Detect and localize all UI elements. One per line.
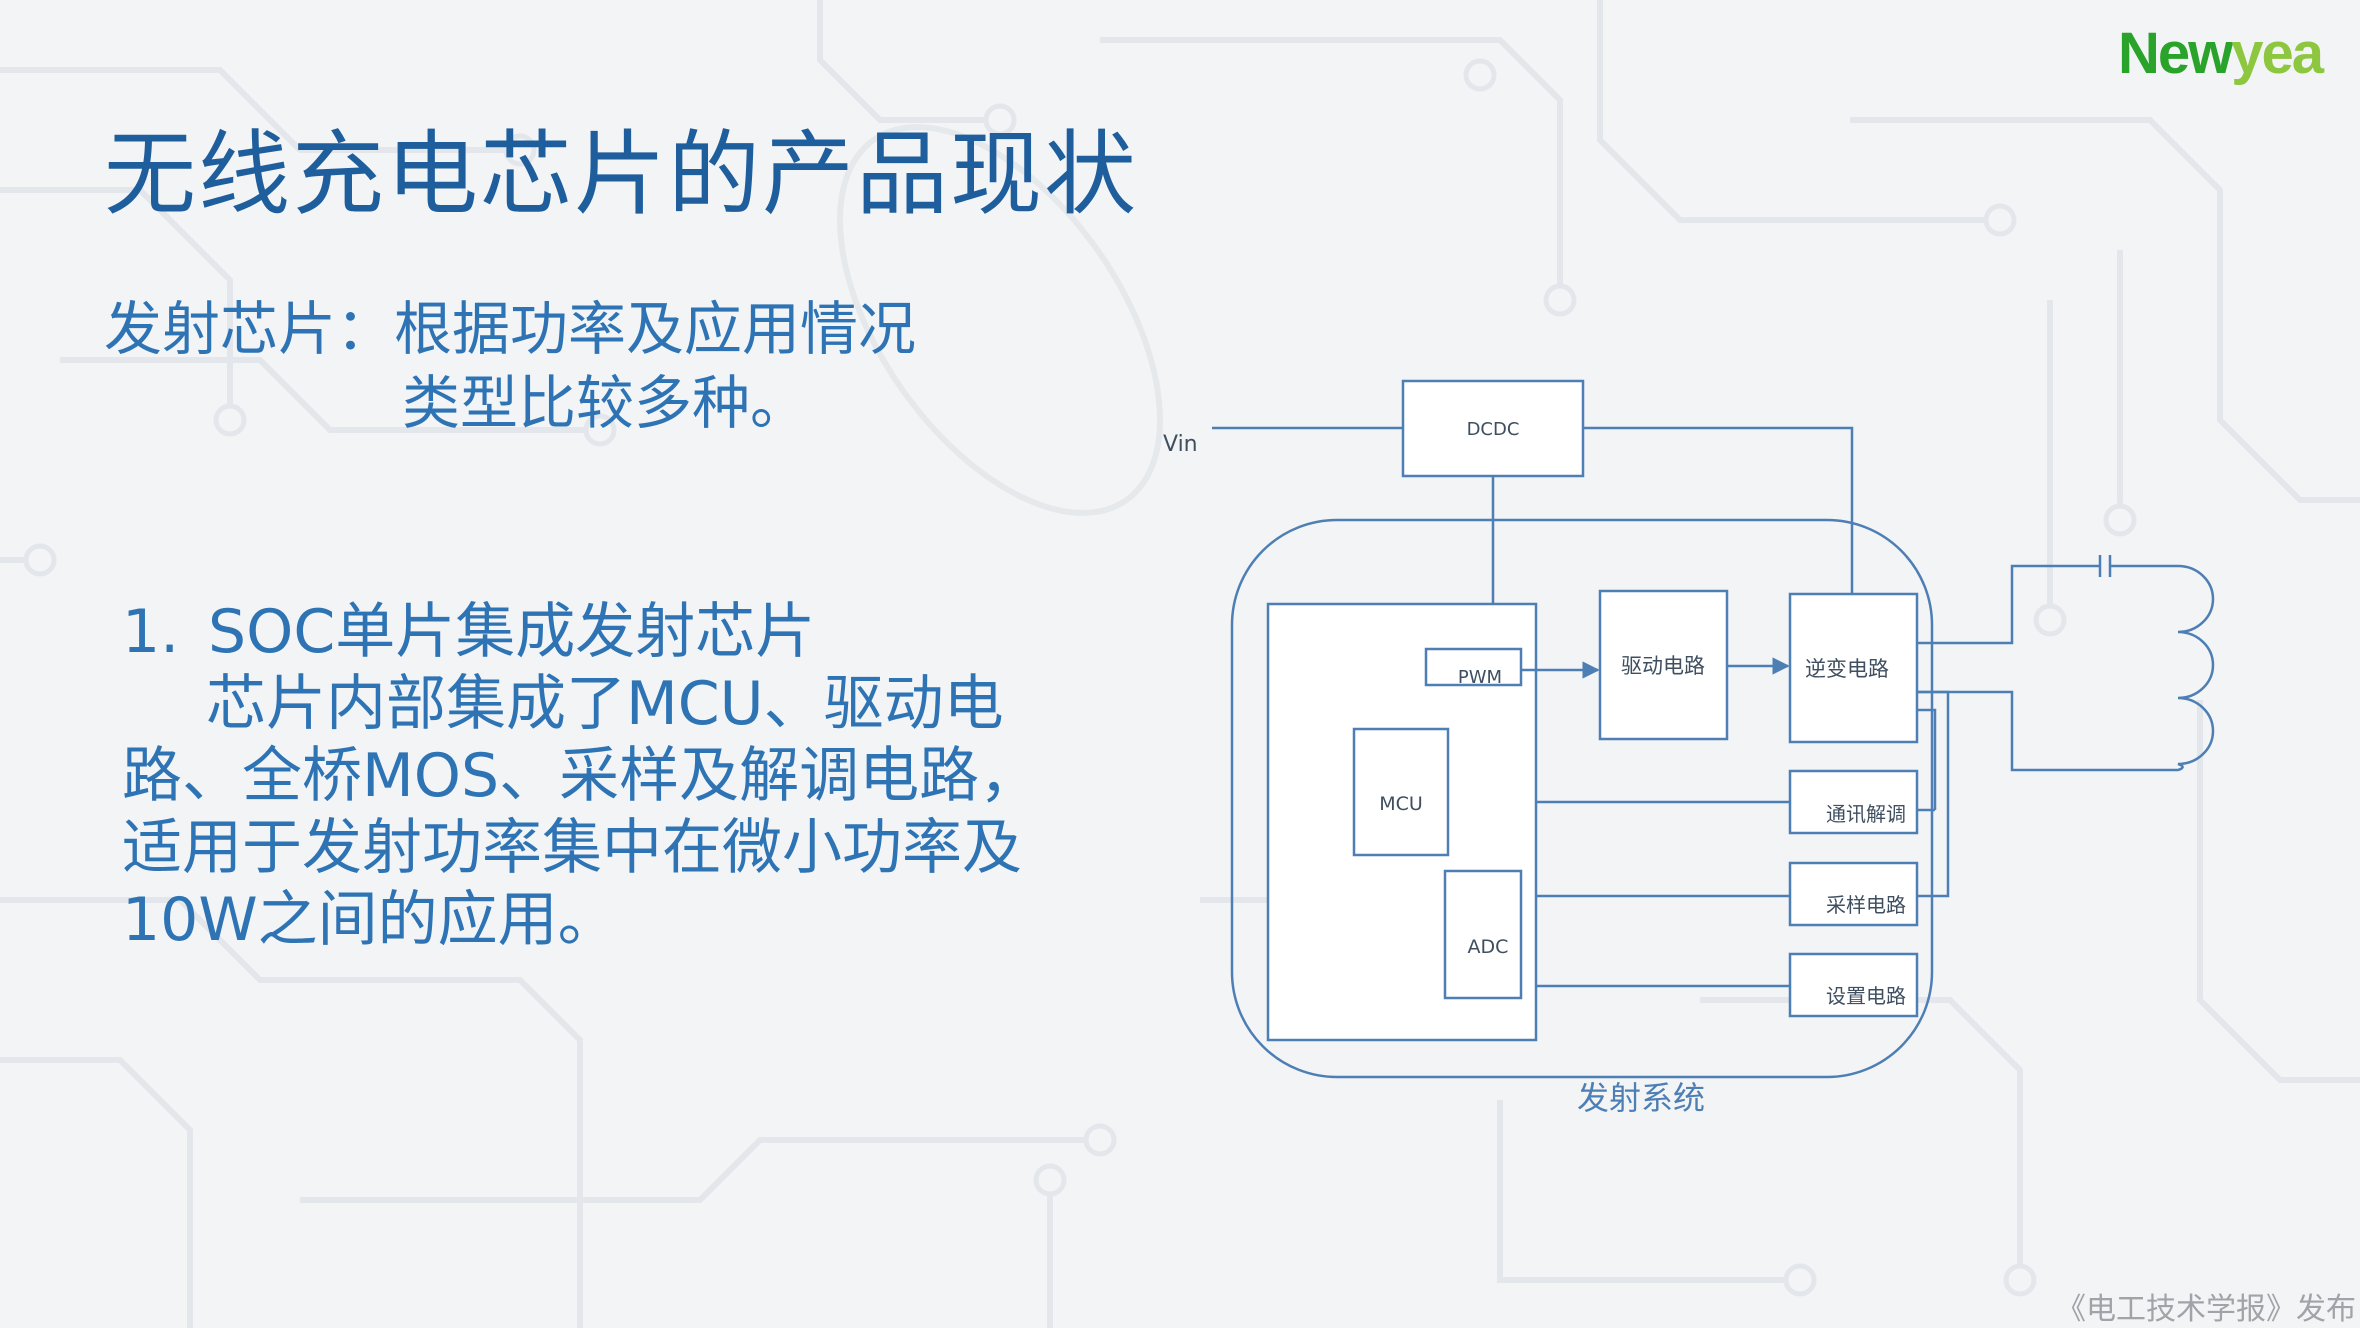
slide-title: 无线充电芯片的产品现状 (104, 121, 1139, 228)
setting-label: 设置电路 (1826, 984, 1906, 1008)
system-label: 发射系统 (1577, 1079, 1705, 1117)
system-boundary (1230, 518, 1934, 1079)
newyea-logo: Newyea (2118, 20, 2324, 87)
pwm-box (1424, 647, 1523, 687)
inverter-box (1788, 592, 1919, 744)
logo-part-yea: yea (2231, 21, 2324, 86)
setting-box (1788, 952, 1919, 1018)
logo-part-new: New (2118, 21, 2233, 86)
mcu-box (1352, 727, 1450, 857)
item-body: 芯片内部集成了MCU、驱动电路、全桥MOS、采样及解调电路，适用于发射功率集中在… (122, 669, 1040, 955)
footer-credit: 《电工技术学报》发布 (2056, 1292, 2356, 1327)
item-number: 1. (122, 597, 180, 667)
inverter-label: 逆变电路 (1805, 657, 1889, 681)
item-paragraph: 1. SOC单片集成发射芯片 芯片内部集成了MCU、驱动电路、全桥MOS、采样及解… (122, 596, 1092, 956)
vin-label: Vin (1163, 432, 1198, 457)
adc-box (1443, 869, 1523, 1000)
dcdc-label: DCDC (1467, 419, 1520, 440)
subtitle-line-2: 类型比较多种。 (402, 369, 809, 437)
sampling-label: 采样电路 (1826, 893, 1906, 917)
comm-label: 通讯解调 (1826, 802, 1906, 826)
subtitle: 发射芯片：根据功率及应用情况 类型比较多种。 (104, 292, 916, 440)
comm-box (1788, 769, 1919, 835)
item-heading: SOC单片集成发射芯片 (208, 597, 816, 667)
dcdc-to-inverter-line (1583, 426, 1854, 594)
subtitle-line-1: 发射芯片：根据功率及应用情况 (104, 295, 917, 363)
pwm-label: PWM (1458, 667, 1502, 688)
driver-box (1598, 589, 1729, 741)
adc-label: ADC (1468, 936, 1509, 958)
sampling-box (1788, 861, 1919, 927)
mcu-label: MCU (1379, 793, 1423, 815)
coil (2080, 564, 2215, 772)
item-heading-line: 1. SOC单片集成发射芯片 (122, 596, 1092, 668)
driver-label: 驱动电路 (1621, 654, 1705, 678)
